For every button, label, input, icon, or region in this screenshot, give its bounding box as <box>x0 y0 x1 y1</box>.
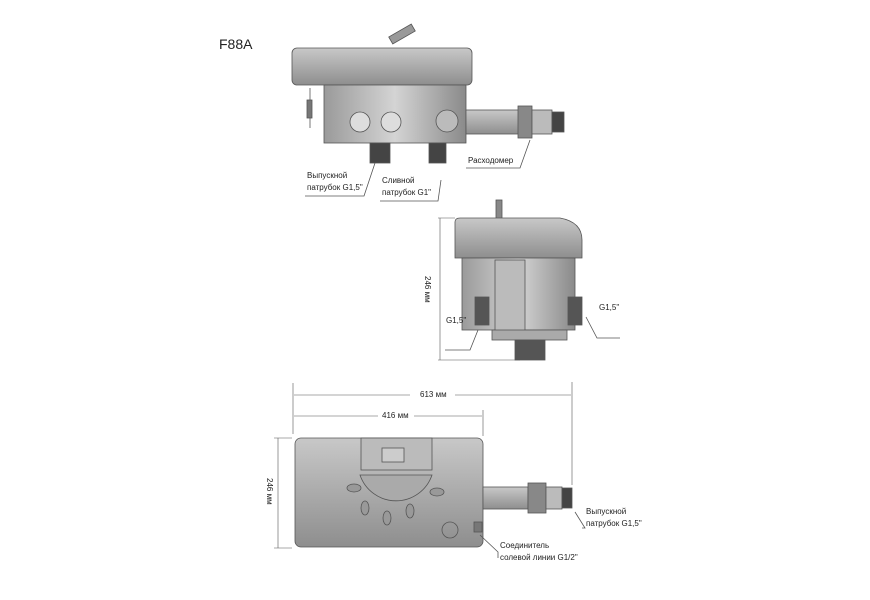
flowmeter <box>465 109 522 135</box>
port-cap <box>349 111 371 133</box>
logo-apple <box>441 521 459 539</box>
front-view <box>291 23 565 202</box>
plan-view <box>274 382 586 558</box>
side-left-port: G1,5" <box>446 316 467 325</box>
side-right-port: G1,5" <box>599 303 620 312</box>
brine-connector <box>473 521 483 533</box>
drain-label-line1: Сливной <box>382 176 415 185</box>
display <box>381 447 405 463</box>
port-cap <box>380 111 402 133</box>
outlet-port <box>369 142 391 164</box>
valve-cover <box>291 47 473 86</box>
side-view <box>438 199 620 361</box>
drain-label-line2: патрубок G1" <box>382 188 431 197</box>
brine-label-line2: солевой линии G1/2" <box>500 553 578 562</box>
model-title: F88A <box>219 36 253 52</box>
plan-flowmeter <box>482 486 529 510</box>
depth-dim: 246 мм <box>265 478 274 505</box>
side-height-dim: 246 мм <box>423 276 432 303</box>
body-length-dim: 416 мм <box>382 411 409 420</box>
outlet-label-line1: Выпускной <box>307 171 348 180</box>
side-cover <box>454 217 583 259</box>
outlet-label-line2: патрубок G1,5" <box>307 183 363 192</box>
plan-outlet-label-line1: Выпускной <box>586 507 627 516</box>
cable-gland <box>388 23 416 45</box>
drain-port <box>428 142 447 164</box>
total-length-dim: 613 мм <box>420 390 447 399</box>
brine-label-line1: Соединитель <box>500 541 550 550</box>
plan-outlet-label-line2: патрубок G1,5" <box>586 519 642 528</box>
flowmeter-label: Расходомер <box>468 156 514 165</box>
